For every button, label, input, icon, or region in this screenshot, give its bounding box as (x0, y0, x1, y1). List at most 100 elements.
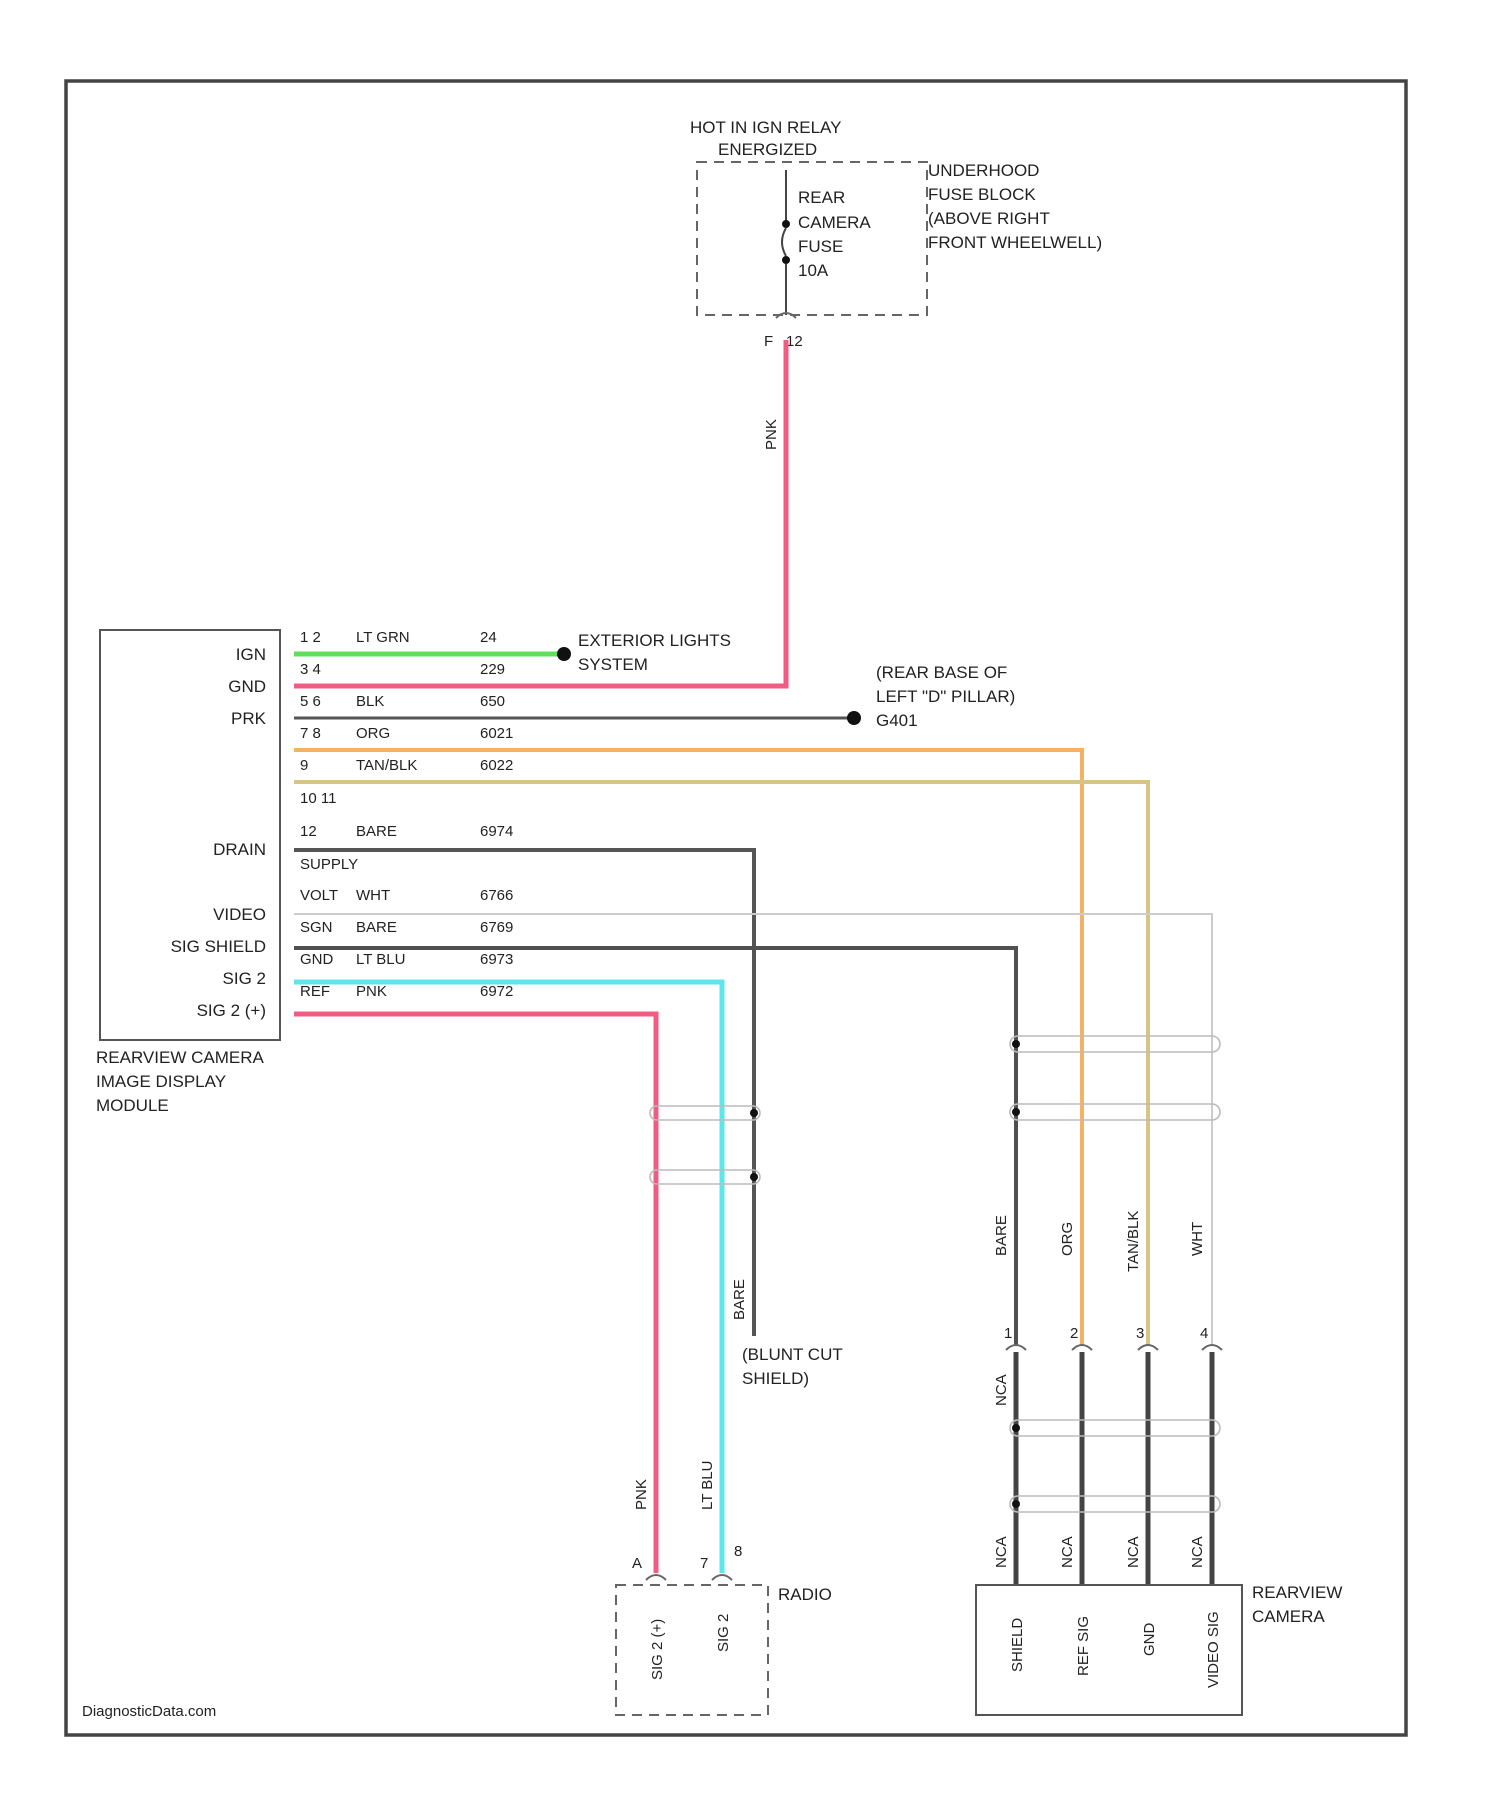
wire-5-color-name: TAN/BLK (356, 757, 417, 774)
wire-pink-radio (294, 1014, 656, 1573)
wire-7-pins: 12 (300, 823, 317, 840)
exterior-lights-connection-dot (557, 647, 571, 661)
wire-3-pins: 5 6 (300, 693, 321, 710)
nca-label-ref: NCA (1059, 1536, 1076, 1568)
wire-9-pins: VOLT (300, 887, 338, 904)
fuse-label-line-4: 10A (798, 261, 829, 280)
wire-9-circuit: 6766 (480, 887, 513, 904)
camera-pin-name-gnd: GND (1141, 1623, 1158, 1657)
fuse-element-icon (782, 228, 786, 256)
fuse-label-line-3: FUSE (798, 237, 843, 256)
camera-wire-color-wht: WHT (1189, 1222, 1206, 1256)
module-pin-video: VIDEO (213, 905, 266, 924)
twisted-pair-shields (650, 1036, 1220, 1512)
fuse-block-label-line-2: FUSE BLOCK (928, 185, 1036, 204)
wire-10-circuit: 6769 (480, 919, 513, 936)
wire-12-color-name: PNK (356, 983, 387, 1000)
wire-10-pins: SGN (300, 919, 333, 936)
radio-shield-lower (650, 1170, 760, 1184)
wire-8-pins: SUPPLY (300, 856, 358, 873)
radio-pin-a: A (632, 1555, 642, 1572)
camera-name-line-2: CAMERA (1252, 1607, 1325, 1626)
radio-drain-color-label: BARE (731, 1279, 748, 1320)
wire-1-color-name: LT GRN (356, 629, 410, 646)
module-pin-sig-shield: SIG SHIELD (171, 937, 266, 956)
wire-10-color-name: BARE (356, 919, 397, 936)
radio-pin-name-sig-2: SIG 2 (715, 1614, 732, 1652)
radio-pin-8: 8 (734, 1543, 742, 1560)
fuse-terminal-top (782, 220, 790, 228)
camera-wire-color-tan-blk: TAN/BLK (1125, 1211, 1142, 1272)
camera-inline-connector (1006, 1345, 1222, 1350)
fuse-connector-pin-f: F (764, 333, 773, 350)
wire-6-pins: 10 11 (300, 790, 336, 807)
wire-5-circuit: 6022 (480, 757, 513, 774)
radio-connector-icon-2 (712, 1575, 732, 1580)
fuse-wire-color-label: PNK (763, 419, 780, 450)
wire-11-circuit: 6973 (480, 951, 513, 968)
fuse-label-line-1: REAR (798, 188, 845, 207)
camera-shield-lower (1010, 1104, 1220, 1120)
wire-9-color-name: WHT (356, 887, 390, 904)
camera-shield-nca-lower (1010, 1496, 1220, 1512)
nca-label-shield: NCA (993, 1536, 1010, 1568)
wire-orange-ref (294, 750, 1082, 1346)
radio-pin-name-sig-2-plus: SIG 2 (+) (649, 1619, 666, 1680)
nca-label-video: NCA (1189, 1536, 1206, 1568)
wire-12-pins: REF (300, 983, 330, 1000)
module-name-line-2: IMAGE DISPLAY (96, 1072, 226, 1091)
inline-connector-icon-4 (1202, 1345, 1222, 1350)
wire-2-pins: 3 4 (300, 661, 321, 678)
camera-shield-splice-1 (1012, 1040, 1020, 1048)
module-pin-sig-2-plus: SIG 2 (+) (197, 1001, 266, 1020)
module-pin-ign: IGN (236, 645, 266, 664)
module-pin-sig-2: SIG 2 (223, 969, 266, 988)
radio-pin-7: 7 (700, 1555, 708, 1572)
module-pin-prk: PRK (231, 709, 267, 728)
radio-wire-color-pnk: PNK (633, 1479, 650, 1510)
fuse-terminal-bottom (782, 256, 790, 264)
camera-shield-upper (1010, 1036, 1220, 1052)
relay-title-line-1: HOT IN IGN RELAY (690, 118, 841, 137)
ground-g401-dot (847, 711, 861, 725)
wire-1-pins: 1 2 (300, 629, 321, 646)
radio-drain-splice-1 (750, 1109, 758, 1117)
wire-4-pins: 7 8 (300, 725, 321, 742)
exterior-lights-line-1: EXTERIOR LIGHTS (578, 631, 731, 650)
module-pin-gnd: GND (228, 677, 266, 696)
camera-pin-name-video-sig: VIDEO SIG (1205, 1611, 1222, 1688)
fuse-block-label-line-4: FRONT WHEELWELL) (928, 233, 1102, 252)
wire-11-color-name: LT BLU (356, 951, 405, 968)
radio-connector-icon-1 (646, 1575, 666, 1580)
nca-label-upper: NCA (993, 1374, 1010, 1406)
radio-box (616, 1585, 768, 1715)
fuse-label-line-2: CAMERA (798, 213, 871, 232)
wire-12-circuit: 6972 (480, 983, 513, 1000)
radio-wire-color-lt-blu: LT BLU (699, 1461, 716, 1510)
module-pin-drain: DRAIN (213, 840, 266, 859)
camera-wire-color-bare: BARE (993, 1215, 1010, 1256)
camera-shield-splice-2 (1012, 1108, 1020, 1116)
ground-location-line-3: G401 (876, 711, 918, 730)
nca-label-gnd: NCA (1125, 1536, 1142, 1568)
radio-shield-upper (650, 1106, 760, 1120)
camera-pin-name-shield: SHIELD (1009, 1618, 1026, 1672)
wire-5-pins: 9 (300, 757, 308, 774)
camera-pin-1: 1 (1004, 1325, 1012, 1342)
fuse-block-label-line-3: (ABOVE RIGHT (928, 209, 1050, 228)
camera-lower-wires (1016, 1352, 1212, 1585)
wire-2-circuit: 229 (480, 661, 505, 678)
fuse-connector-icon (776, 313, 796, 318)
fuse-block-label-line-1: UNDERHOOD (928, 161, 1039, 180)
inline-connector-icon-1 (1006, 1345, 1026, 1350)
fuse-connector-pin-12: 12 (786, 333, 803, 350)
wire-7-circuit: 6974 (480, 823, 513, 840)
relay-title-line-2: ENERGIZED (718, 140, 817, 159)
exterior-lights-line-2: SYSTEM (578, 655, 648, 674)
blunt-cut-line-2: SHIELD) (742, 1369, 809, 1388)
module-name-line-1: REARVIEW CAMERA (96, 1048, 264, 1067)
camera-shield-splice-3 (1012, 1424, 1020, 1432)
camera-pin-4: 4 (1200, 1325, 1208, 1342)
wire-11-pins: GND (300, 951, 334, 968)
